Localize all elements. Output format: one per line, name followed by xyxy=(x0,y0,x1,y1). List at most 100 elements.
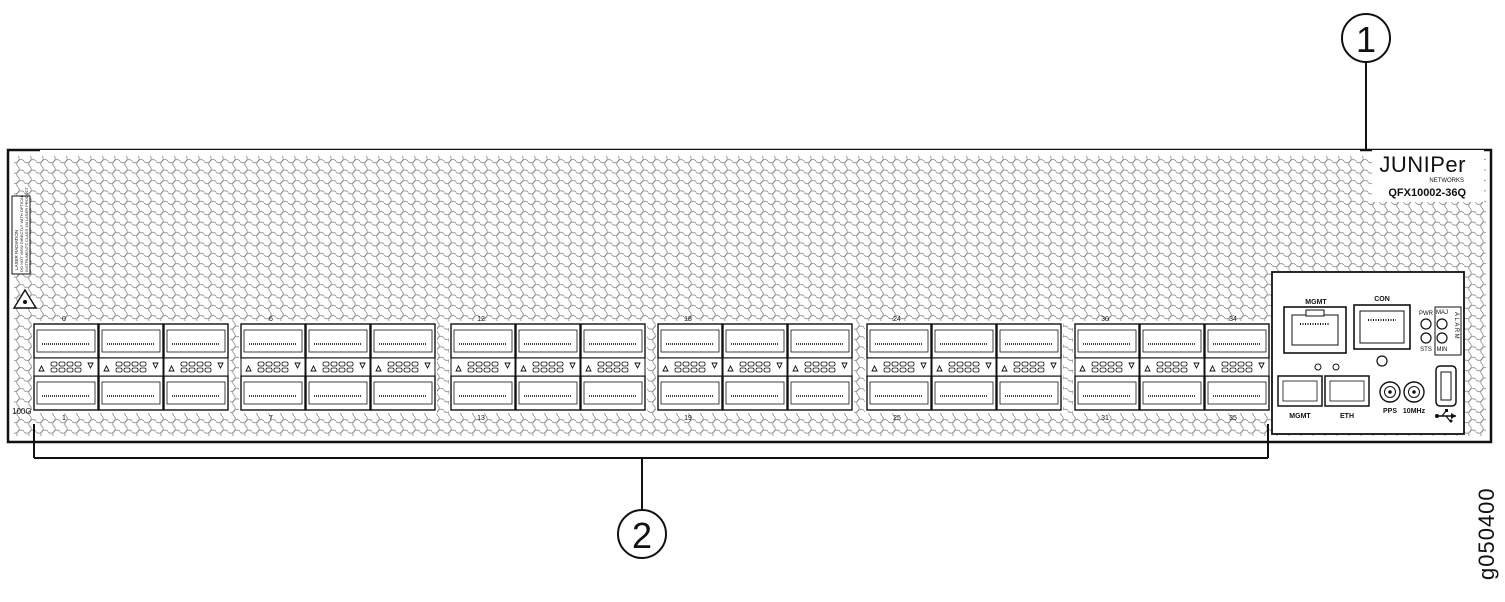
qsfp-port-bottom[interactable] xyxy=(996,375,1062,411)
callout-1-number: 1 xyxy=(1356,19,1376,60)
con-label: CON xyxy=(1374,296,1390,303)
maj-led xyxy=(1436,318,1448,330)
sts-led xyxy=(1420,332,1432,344)
sfp-eth-label: ETH xyxy=(1340,413,1354,420)
port-number-top: 24 xyxy=(893,316,901,323)
port-number-top: 6 xyxy=(269,316,273,323)
qsfp-port-bottom[interactable] xyxy=(98,375,164,411)
port-led-strip xyxy=(931,357,997,377)
qsfp-port-bottom[interactable] xyxy=(515,375,581,411)
laser-warning-label: LASER RADIATION DO NOT VIEW DIRECTLY WIT… xyxy=(11,187,31,275)
speed-label: 100G xyxy=(12,407,32,416)
qsfp-port-top[interactable] xyxy=(370,323,436,359)
qsfp-port-bottom[interactable] xyxy=(722,375,788,411)
port-number-bottom: 19 xyxy=(684,415,692,422)
pps-connector[interactable] xyxy=(1379,381,1401,403)
warning-line-1: LASER RADIATION xyxy=(14,230,19,270)
min-label: MIN xyxy=(1437,347,1448,353)
port-number-bottom: 1 xyxy=(62,415,66,422)
qsfp-port-bottom[interactable] xyxy=(787,375,853,411)
status-leds: PWR STS MAJ MIN ALARM xyxy=(1419,306,1462,356)
port-group: 12 13 xyxy=(449,316,647,422)
qsfp-port-bottom[interactable] xyxy=(33,375,99,411)
qsfp-port-bottom[interactable] xyxy=(580,375,646,411)
10mhz-connector[interactable] xyxy=(1403,381,1425,403)
qsfp-port-bottom[interactable] xyxy=(1204,375,1270,411)
port-led-strip xyxy=(866,357,932,377)
warning-line-2: DO NOT VIEW DIRECTLY WITH OPTICAL xyxy=(19,194,24,272)
port-led-strip xyxy=(1139,357,1205,377)
usb-icon xyxy=(1435,409,1456,423)
maj-label: MAJ xyxy=(1436,310,1448,316)
port-number-top: 18 xyxy=(684,316,692,323)
port-number-top: 30 xyxy=(1101,316,1109,323)
usb-port[interactable] xyxy=(1435,365,1457,407)
qsfp-port-top[interactable] xyxy=(1204,323,1270,359)
qsfp-port-top[interactable] xyxy=(580,323,646,359)
brand-block: JUNIPer NETWORKS QFX10002-36Q xyxy=(1379,152,1466,199)
qsfp-port-bottom[interactable] xyxy=(450,375,516,411)
sfp-mgmt-port[interactable] xyxy=(1277,375,1323,407)
port-led-strip xyxy=(305,357,371,377)
port-led-strip xyxy=(98,357,164,377)
qsfp-port-top[interactable] xyxy=(996,323,1062,359)
qsfp-port-top[interactable] xyxy=(1074,323,1140,359)
port-led-strip xyxy=(515,357,581,377)
qsfp-port-bottom[interactable] xyxy=(1139,375,1205,411)
callout-2-number: 2 xyxy=(632,515,652,556)
qsfp-port-top[interactable] xyxy=(722,323,788,359)
console-port[interactable] xyxy=(1353,304,1411,350)
port-led-strip xyxy=(370,357,436,377)
qsfp-port-top[interactable] xyxy=(657,323,723,359)
min-led xyxy=(1436,332,1448,344)
figure-id: g050400 xyxy=(1474,487,1499,580)
qsfp-port-top[interactable] xyxy=(931,323,997,359)
port-number-bottom: 13 xyxy=(477,415,485,422)
qsfp-port-bottom[interactable] xyxy=(370,375,436,411)
qsfp-port-top[interactable] xyxy=(33,323,99,359)
port-group: 01 xyxy=(32,316,230,422)
reset-button[interactable] xyxy=(1376,355,1388,367)
qsfp-port-top[interactable] xyxy=(305,323,371,359)
port-led-strip xyxy=(1204,357,1270,377)
port-led-strip xyxy=(450,357,516,377)
alarm-label: ALARM xyxy=(1453,312,1459,340)
qsfp-port-top[interactable] xyxy=(866,323,932,359)
qsfp-port-bottom[interactable] xyxy=(163,375,229,411)
qsfp-port-top[interactable] xyxy=(450,323,516,359)
port-number-top: 12 xyxy=(477,316,485,323)
port-number-bottom: 31 xyxy=(1101,415,1109,422)
port-led-strip xyxy=(1074,357,1140,377)
port-led-strip xyxy=(787,357,853,377)
port-led-strip xyxy=(657,357,723,377)
mgmt-rj45-port[interactable] xyxy=(1283,306,1347,354)
sfp-eth-port[interactable] xyxy=(1324,375,1370,407)
qsfp-port-top[interactable] xyxy=(787,323,853,359)
port-led-strip xyxy=(580,357,646,377)
qsfp-port-bottom[interactable] xyxy=(240,375,306,411)
qsfp-port-bottom[interactable] xyxy=(931,375,997,411)
sts-label: STS xyxy=(1420,347,1432,353)
port-led-strip xyxy=(996,357,1062,377)
port-number-top-right: 34 xyxy=(1229,316,1237,323)
port-led-strip xyxy=(163,357,229,377)
management-panel: MGMT CON PWR STS MAJ MIN ALARM xyxy=(1277,296,1462,423)
port-led-strip xyxy=(240,357,306,377)
qsfp-port-top[interactable] xyxy=(163,323,229,359)
qsfp-port-top[interactable] xyxy=(98,323,164,359)
laser-warning-icon xyxy=(12,288,38,309)
pps-label: PPS xyxy=(1383,408,1397,415)
qsfp-port-top[interactable] xyxy=(515,323,581,359)
qsfp-port-top[interactable] xyxy=(1139,323,1205,359)
port-led-strip xyxy=(722,357,788,377)
qsfp-port-top[interactable] xyxy=(240,323,306,359)
qsfp-port-bottom[interactable] xyxy=(866,375,932,411)
qsfp-port-bottom[interactable] xyxy=(305,375,371,411)
port-number-bottom: 7 xyxy=(269,415,273,422)
qsfp-port-bottom[interactable] xyxy=(1074,375,1140,411)
warning-line-3: INSTRUMENTS CLASS 1M LASER PRODUCT xyxy=(24,187,29,272)
qsfp-port-bottom[interactable] xyxy=(657,375,723,411)
